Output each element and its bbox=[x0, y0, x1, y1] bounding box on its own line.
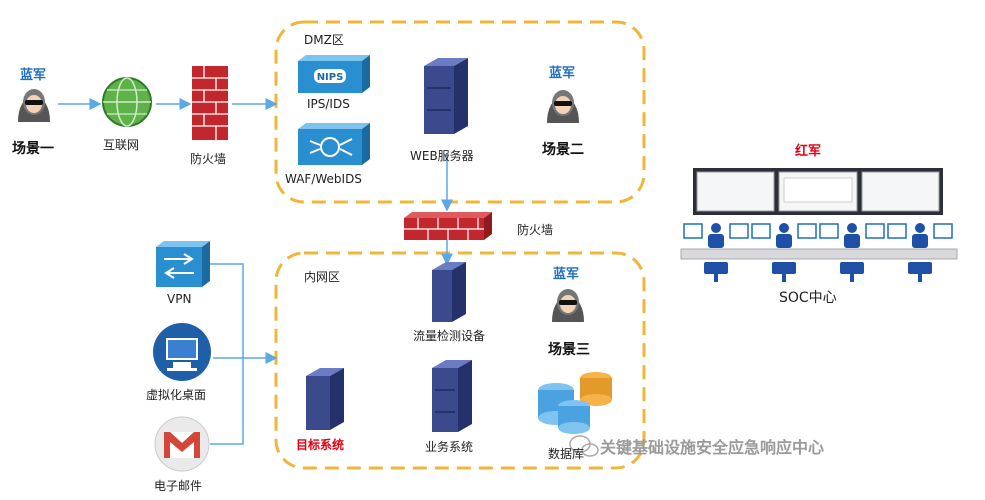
dmz-zone bbox=[274, 20, 646, 204]
scenario-one-name: 场景一 bbox=[12, 141, 54, 157]
firewall-left-label: 防火墙 bbox=[190, 152, 227, 166]
firewall-mid-label: 防火墙 bbox=[517, 223, 554, 237]
email-label: 电子邮件 bbox=[154, 479, 203, 493]
hacker-icon bbox=[552, 289, 584, 322]
waf-device-icon bbox=[298, 123, 370, 165]
scenario-three-name: 场景三 bbox=[548, 342, 590, 358]
ips-label: IPS/IDS bbox=[307, 97, 350, 111]
scenario-two-name: 场景二 bbox=[542, 142, 584, 158]
monitor-icon bbox=[153, 323, 211, 381]
scenario-two-team: 蓝军 bbox=[549, 66, 576, 81]
line-email bbox=[210, 358, 244, 445]
svg-text:NIPS: NIPS bbox=[317, 72, 344, 83]
scenario-three-team: 蓝军 bbox=[553, 267, 580, 282]
web-server-icon bbox=[424, 58, 468, 134]
globe-icon bbox=[102, 77, 152, 127]
business-server-icon bbox=[432, 360, 472, 432]
soc-team-label: 红军 bbox=[795, 144, 822, 159]
business-label: 业务系统 bbox=[425, 440, 474, 454]
internet-label: 互联网 bbox=[103, 138, 140, 152]
target-label: 目标系统 bbox=[296, 438, 345, 452]
traffic-device-icon bbox=[432, 262, 466, 322]
target-server-icon bbox=[306, 368, 344, 430]
watermark-text: 关键基础设施安全应急响应中心 bbox=[600, 438, 825, 457]
vpn-label: VPN bbox=[167, 292, 192, 306]
vpn-device-icon bbox=[156, 241, 210, 287]
database-icon bbox=[538, 372, 612, 434]
waf-label: WAF/WebIDS bbox=[285, 172, 362, 186]
intranet-zone-label: 内网区 bbox=[304, 270, 341, 284]
hacker-icon bbox=[547, 90, 579, 123]
vdesk-label: 虚拟化桌面 bbox=[146, 388, 207, 402]
traffic-label: 流量检测设备 bbox=[413, 329, 486, 343]
soc-desk bbox=[680, 223, 958, 282]
ips-device-icon: NIPS bbox=[298, 55, 370, 93]
soc-screens bbox=[693, 168, 943, 215]
firewall-icon bbox=[404, 212, 492, 240]
wechat-icon bbox=[569, 435, 599, 457]
dmz-zone-label: DMZ区 bbox=[304, 33, 344, 47]
hacker-icon bbox=[18, 89, 50, 122]
firewall-icon bbox=[192, 66, 228, 140]
scenario-one-team: 蓝军 bbox=[20, 68, 47, 83]
email-icon bbox=[154, 416, 210, 472]
web-server-label: WEB服务器 bbox=[410, 149, 474, 163]
soc-name-label: SOC中心 bbox=[779, 290, 837, 306]
database-label: 数据库 bbox=[548, 447, 585, 461]
line-vpn bbox=[210, 263, 244, 358]
